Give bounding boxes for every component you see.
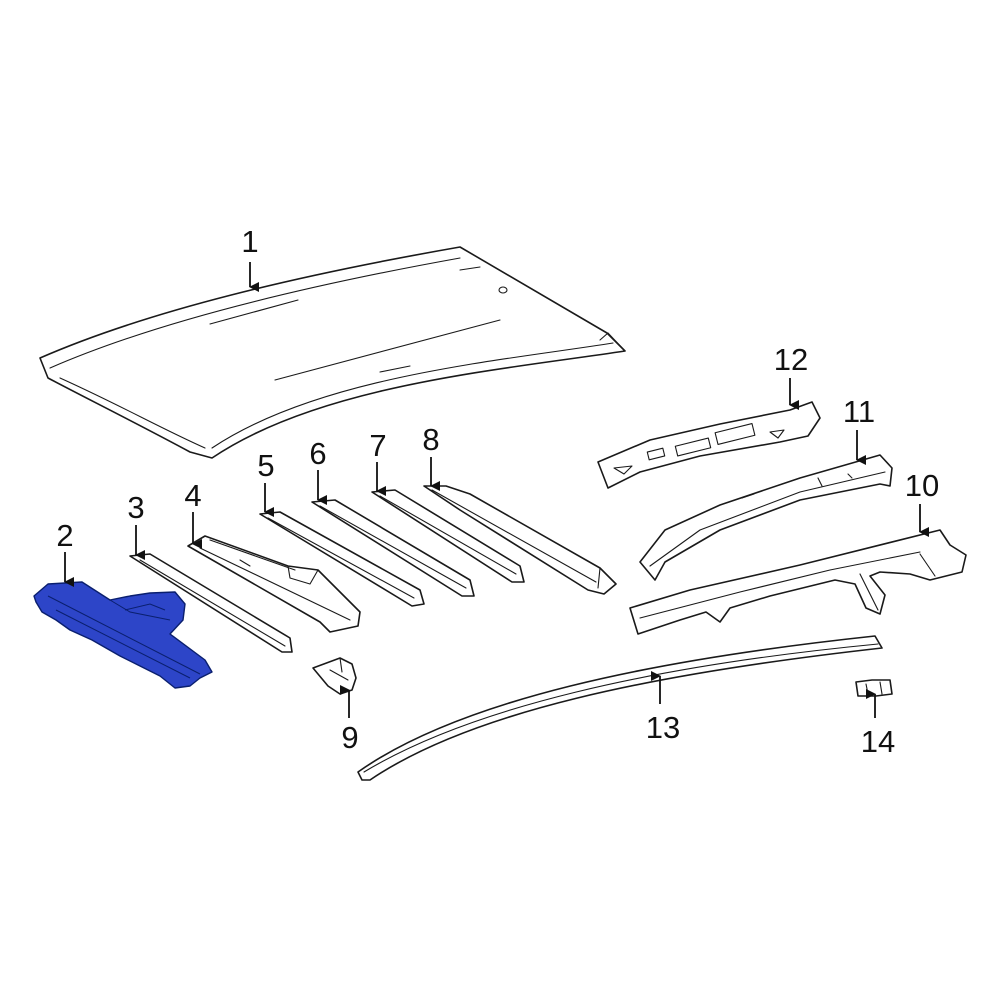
callout-7: 7 — [369, 428, 386, 463]
callout-8: 8 — [422, 422, 439, 457]
part-13-drip-molding[interactable] — [357, 635, 883, 781]
part-5-roof-bow[interactable] — [259, 511, 425, 607]
callout-4: 4 — [184, 478, 201, 513]
callout-3: 3 — [127, 490, 144, 525]
callout-5: 5 — [257, 448, 274, 483]
part-4-roof-bow[interactable] — [187, 535, 361, 633]
callout-10: 10 — [905, 468, 939, 503]
part-11-inner-rail[interactable] — [639, 454, 893, 581]
part-6-roof-bow[interactable] — [311, 499, 475, 597]
callout-13: 13 — [646, 710, 680, 745]
part-9-bracket[interactable] — [312, 657, 357, 695]
leader-lines — [64, 262, 929, 718]
part-7-roof-bow[interactable] — [371, 489, 525, 583]
callout-1: 1 — [241, 224, 258, 259]
callout-12: 12 — [774, 342, 808, 377]
callout-14: 14 — [861, 724, 895, 759]
callout-labels: 1 2 3 4 5 6 7 8 9 10 11 12 13 14 — [56, 224, 939, 759]
part-14-clip[interactable] — [855, 679, 893, 697]
part-2-front-header[interactable] — [33, 581, 213, 689]
callout-6: 6 — [309, 436, 326, 471]
part-10-side-rail[interactable] — [629, 529, 967, 635]
callout-11: 11 — [843, 394, 875, 429]
callout-9: 9 — [341, 720, 358, 755]
callout-2: 2 — [56, 518, 73, 553]
part-8-roof-bow[interactable] — [423, 485, 617, 595]
part-12-reinforcement[interactable] — [597, 401, 821, 489]
part-3-roof-bow[interactable] — [129, 553, 293, 653]
part-1-roof-panel[interactable] — [39, 246, 626, 459]
